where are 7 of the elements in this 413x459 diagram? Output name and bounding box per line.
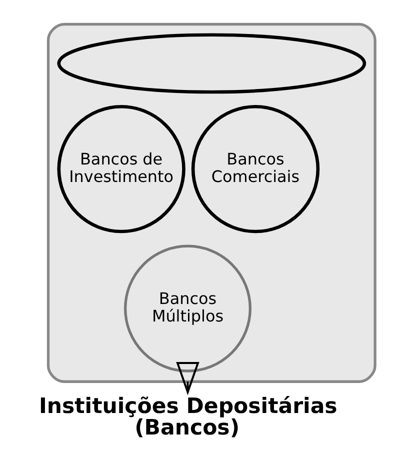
node-circle: Bancos de Investimento xyxy=(56,104,185,234)
node-circle: Bancos Comerciais xyxy=(190,104,320,234)
node-circle: Bancos Múltiplos xyxy=(123,244,251,372)
arrow xyxy=(176,362,199,396)
cluster xyxy=(46,22,376,383)
node-text: Instituições Depositárias (Bancos) xyxy=(38,394,337,440)
node-ellipse xyxy=(56,33,366,94)
